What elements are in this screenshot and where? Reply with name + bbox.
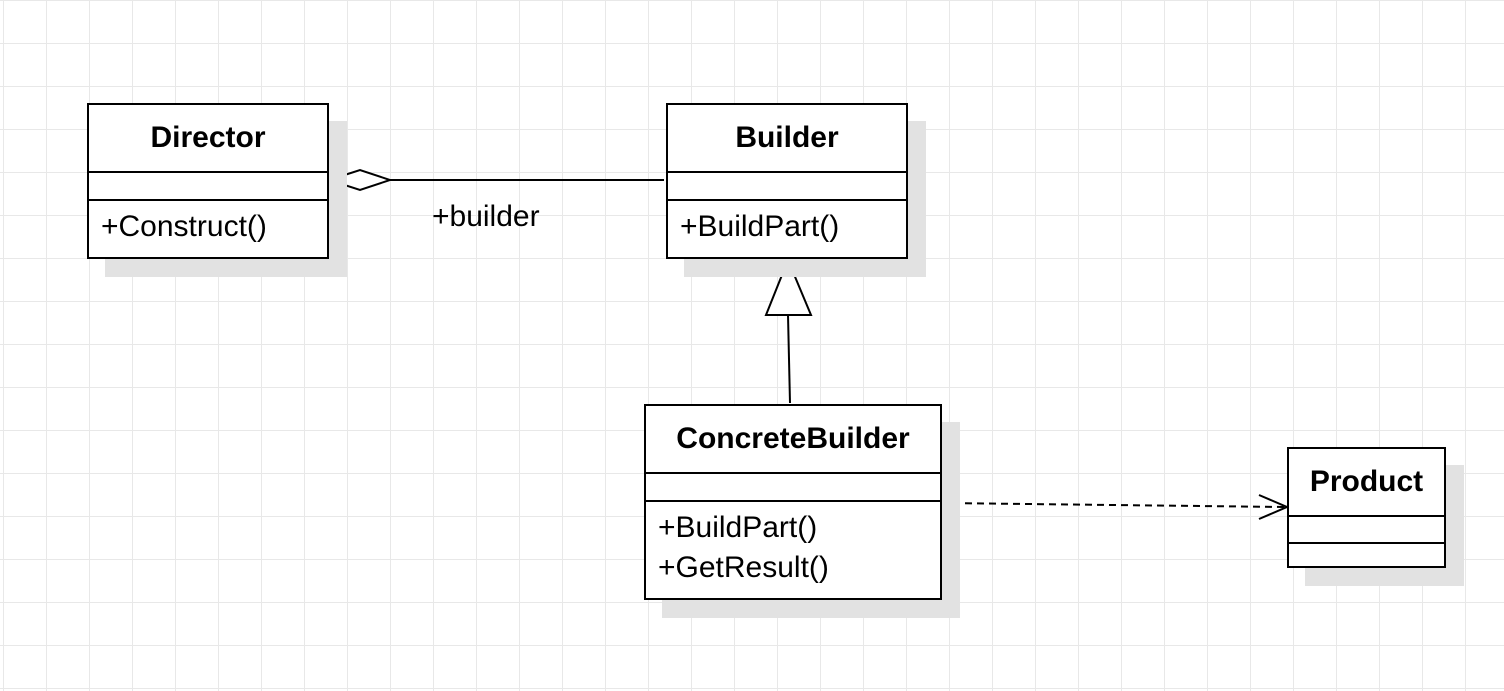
generalization-line — [787, 314, 791, 404]
class-product[interactable]: Product — [1287, 447, 1446, 568]
dependency-connector — [940, 494, 1290, 520]
generalization-connector — [764, 257, 813, 404]
method-buildpart: +BuildPart() — [658, 511, 818, 544]
class-product-methods — [1289, 544, 1444, 566]
class-director-name: Director — [89, 105, 327, 173]
method-buildpart: +BuildPart() — [680, 210, 840, 243]
class-concrete-builder[interactable]: ConcreteBuilder +BuildPart() +GetResult(… — [644, 404, 942, 600]
generalization-triangle — [764, 257, 813, 316]
aggregation-diamond — [325, 168, 394, 192]
class-director-methods: +Construct() — [89, 201, 327, 257]
class-builder-attributes — [668, 173, 906, 201]
class-director[interactable]: Director +Construct() — [87, 103, 329, 259]
class-concrete-builder-methods: +BuildPart() +GetResult() — [646, 502, 940, 598]
method-construct: +Construct() — [101, 210, 267, 243]
class-builder-methods: +BuildPart() — [668, 201, 906, 257]
class-director-attributes — [89, 173, 327, 201]
class-concrete-builder-attributes — [646, 474, 940, 502]
class-product-attributes — [1289, 517, 1444, 544]
class-builder[interactable]: Builder +BuildPart() — [666, 103, 908, 259]
aggregation-label: +builder — [432, 200, 540, 233]
class-concrete-builder-name: ConcreteBuilder — [646, 406, 940, 474]
method-getresult: +GetResult() — [658, 551, 829, 584]
class-builder-name: Builder — [668, 105, 906, 173]
dependency-line — [940, 502, 1286, 508]
class-product-name: Product — [1289, 449, 1444, 517]
aggregation-connector — [325, 168, 664, 192]
